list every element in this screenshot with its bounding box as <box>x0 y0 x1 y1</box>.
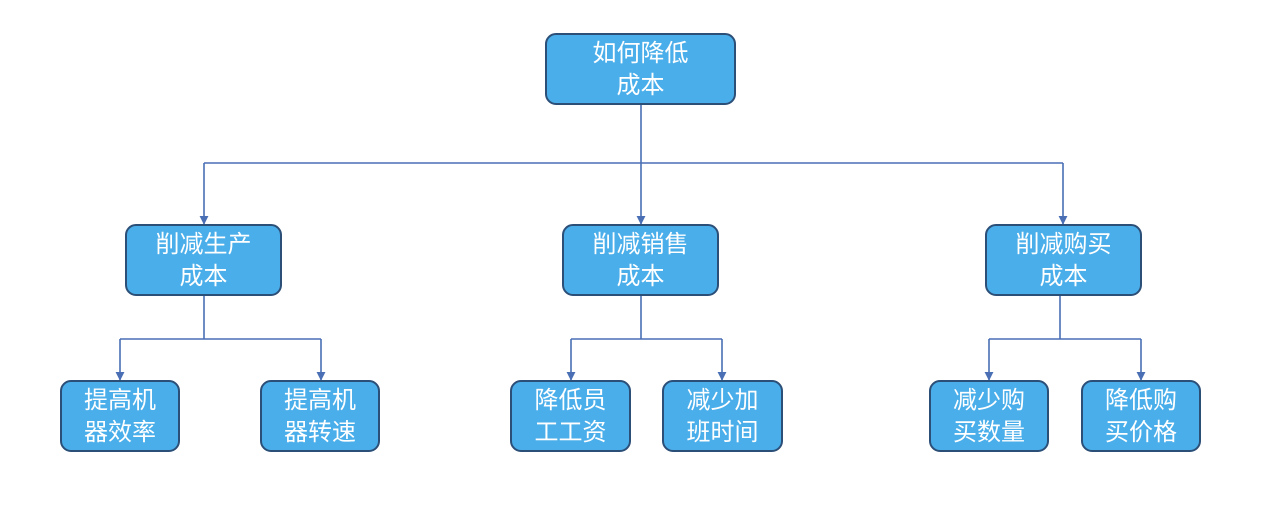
leaf-node-1-1-line-2: 器效率 <box>84 418 156 446</box>
connector-branch-2-bus <box>571 296 722 340</box>
branch-node-1-line-2: 成本 <box>179 262 228 290</box>
branch-node-1-line-1: 削减生产 <box>155 230 252 258</box>
branch-node-1: 削减生产 成本 <box>125 224 282 296</box>
root-node-line-1: 如何降低 <box>592 39 689 67</box>
leaf-node-2-1-line-1: 降低员 <box>534 386 607 414</box>
branch-node-2-line-1: 削减销售 <box>592 230 689 258</box>
branch-node-2: 削减销售 成本 <box>562 224 719 296</box>
branch-node-3-line-2: 成本 <box>1039 262 1088 290</box>
leaf-node-3-1-line-2: 买数量 <box>953 418 1025 446</box>
leaf-node-3-2-line-1: 降低购 <box>1105 386 1177 414</box>
leaf-node-2-2-line-2: 班时间 <box>686 418 759 446</box>
connector-branch-1-bus <box>120 296 321 340</box>
leaf-node-1-1: 提高机 器效率 <box>60 380 180 452</box>
leaf-node-1-2-line-2: 器转速 <box>284 418 356 446</box>
leaf-node-2-1: 降低员 工工资 <box>510 380 631 452</box>
leaf-node-1-2-line-1: 提高机 <box>284 386 356 414</box>
leaf-node-3-2: 降低购 买价格 <box>1081 380 1201 452</box>
connector-branch-3-bus <box>989 296 1141 340</box>
branch-node-2-line-2: 成本 <box>616 262 665 290</box>
leaf-node-3-1: 减少购 买数量 <box>929 380 1049 452</box>
leaf-node-2-2: 减少加 班时间 <box>662 380 783 452</box>
root-node-line-2: 成本 <box>616 71 665 99</box>
root-node: 如何降低 成本 <box>545 33 736 105</box>
leaf-node-1-2: 提高机 器转速 <box>260 380 380 452</box>
leaf-node-1-1-line-1: 提高机 <box>84 386 156 414</box>
branch-node-3-line-1: 削减购买 <box>1015 230 1112 258</box>
branch-node-3: 削减购买 成本 <box>985 224 1142 296</box>
leaf-node-2-1-line-2: 工工资 <box>534 418 607 446</box>
leaf-node-3-2-line-2: 买价格 <box>1105 418 1177 446</box>
leaf-node-3-1-line-1: 减少购 <box>953 386 1025 414</box>
leaf-node-2-2-line-1: 减少加 <box>686 386 759 414</box>
connector-root-bus <box>204 104 1063 164</box>
